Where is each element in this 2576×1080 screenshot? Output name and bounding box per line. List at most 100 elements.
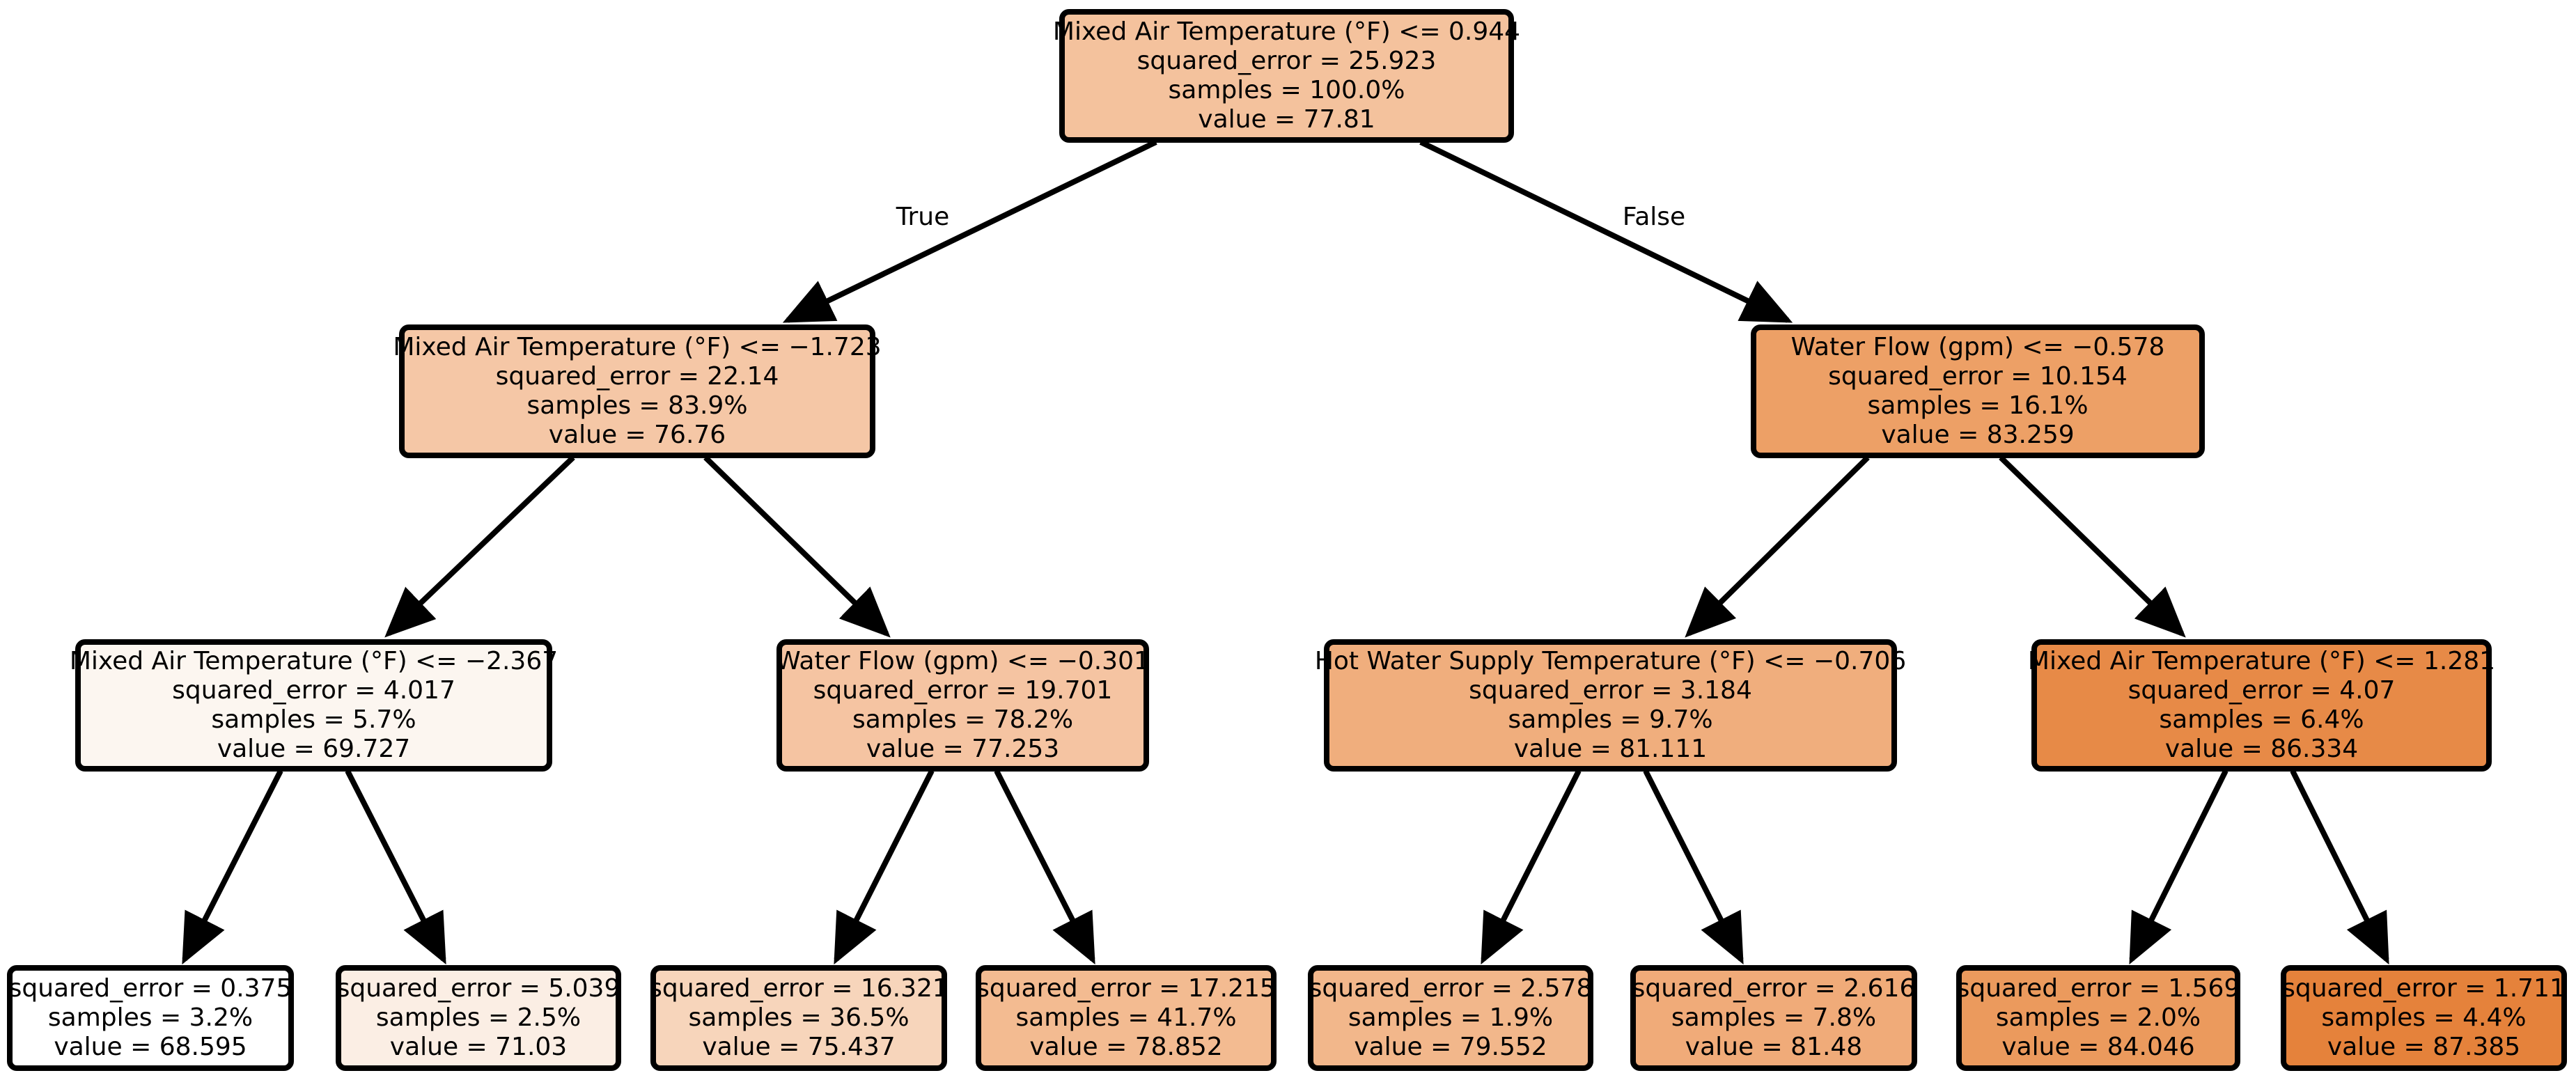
edge-arrow <box>384 455 575 638</box>
edge-arrow <box>834 769 935 965</box>
edge-arrow <box>1481 769 1582 965</box>
edge-label-true: True <box>896 203 949 231</box>
node-split-condition: Water Flow (gpm) <= −0.578 <box>1791 333 2165 361</box>
node-value: value = 71.03 <box>390 1033 567 1061</box>
node-squared-error: squared_error = 2.578 <box>1309 974 1593 1003</box>
node-squared-error: squared_error = 3.184 <box>1469 676 1752 705</box>
node-split-condition: Mixed Air Temperature (°F) <= 0.944 <box>1053 17 1520 46</box>
node-box <box>1956 965 2240 1071</box>
edge-n3-n7 <box>182 769 283 965</box>
node-samples: samples = 6.4% <box>2159 705 2364 734</box>
node-squared-error: squared_error = 1.711 <box>2282 974 2566 1003</box>
edge-n4-n10 <box>994 769 1095 965</box>
tree-node-n6: Mixed Air Temperature (°F) <= 1.281squar… <box>2028 639 2495 772</box>
edge-n1-n4 <box>703 455 891 638</box>
node-value: value = 81.111 <box>1514 735 1707 763</box>
edge-arrow <box>1685 455 1870 638</box>
edge-arrow <box>1419 139 1793 323</box>
node-squared-error: squared_error = 1.569 <box>1957 974 2240 1003</box>
node-value: value = 84.046 <box>2001 1033 2194 1061</box>
node-value: value = 78.852 <box>1029 1033 1222 1061</box>
edge-arrow <box>1999 455 2186 638</box>
node-squared-error: squared_error = 25.923 <box>1137 47 1437 75</box>
node-box <box>776 639 1149 772</box>
node-samples: samples = 2.0% <box>1996 1003 2201 1032</box>
node-value: value = 81.48 <box>1685 1033 1862 1061</box>
edge-n6-n13 <box>2129 769 2228 965</box>
edge-n2-n5 <box>1685 455 1870 638</box>
edge-arrow <box>182 769 283 965</box>
node-box <box>650 965 947 1071</box>
node-samples: samples = 3.2% <box>48 1003 253 1032</box>
node-samples: samples = 16.1% <box>1867 391 2088 420</box>
node-split-condition: Hot Water Supply Temperature (°F) <= −0.… <box>1315 647 1906 675</box>
tree-node-n2: Water Flow (gpm) <= −0.578squared_error … <box>1751 324 2205 458</box>
node-box <box>1751 324 2205 458</box>
node-box <box>1630 965 1917 1071</box>
edge-label-false: False <box>1623 203 1685 231</box>
tree-node-n5: Hot Water Supply Temperature (°F) <= −0.… <box>1315 639 1906 772</box>
node-samples: samples = 83.9% <box>526 391 747 420</box>
edge-n0-n2: False <box>1419 139 1793 323</box>
node-split-condition: Water Flow (gpm) <= −0.301 <box>776 647 1150 675</box>
edges-layer: True False <box>182 139 2389 965</box>
edge-n3-n8 <box>345 769 446 965</box>
node-squared-error: squared_error = 10.154 <box>1828 362 2128 391</box>
edge-arrow <box>2290 769 2389 965</box>
edge-n6-n14 <box>2290 769 2389 965</box>
tree-node-n4: Water Flow (gpm) <= −0.301squared_error … <box>776 639 1150 772</box>
node-samples: samples = 1.9% <box>1348 1003 1553 1032</box>
edge-arrow <box>703 455 891 638</box>
tree-node-n0: Mixed Air Temperature (°F) <= 0.944squar… <box>1053 9 1520 143</box>
edge-arrow <box>2129 769 2228 965</box>
edge-arrow <box>345 769 446 965</box>
node-value: value = 68.595 <box>54 1033 247 1061</box>
node-samples: samples = 4.4% <box>2321 1003 2526 1032</box>
node-value: value = 77.253 <box>866 735 1059 763</box>
node-box <box>7 965 294 1071</box>
edge-n1-n3 <box>384 455 575 638</box>
node-squared-error: squared_error = 16.321 <box>649 974 949 1003</box>
node-squared-error: squared_error = 22.14 <box>496 362 779 391</box>
node-squared-error: squared_error = 2.616 <box>1632 974 1916 1003</box>
node-samples: samples = 100.0% <box>1169 76 1405 104</box>
node-squared-error: squared_error = 19.701 <box>813 676 1113 705</box>
node-squared-error: squared_error = 5.039 <box>337 974 620 1003</box>
node-squared-error: squared_error = 4.07 <box>2128 676 2396 705</box>
node-box <box>1308 965 1593 1071</box>
edge-n5-n12 <box>1643 769 1744 965</box>
node-samples: samples = 2.5% <box>376 1003 581 1032</box>
node-value: value = 76.76 <box>549 421 726 449</box>
node-squared-error: squared_error = 4.017 <box>172 676 455 705</box>
node-samples: samples = 36.5% <box>688 1003 909 1032</box>
node-box <box>336 965 621 1071</box>
node-box <box>1059 9 1514 143</box>
node-samples: samples = 41.7% <box>1015 1003 1236 1032</box>
node-box <box>75 639 552 772</box>
edge-n0-n1: True <box>782 139 1157 323</box>
node-box <box>2031 639 2492 772</box>
node-value: value = 69.727 <box>217 735 410 763</box>
node-value: value = 83.259 <box>1881 421 2074 449</box>
edge-arrow <box>994 769 1095 965</box>
node-squared-error: squared_error = 17.215 <box>976 974 1276 1003</box>
edge-n4-n9 <box>834 769 935 965</box>
node-value: value = 77.81 <box>1198 105 1375 134</box>
node-samples: samples = 7.8% <box>1671 1003 1876 1032</box>
node-value: value = 86.334 <box>2165 735 2358 763</box>
tree-node-n3: Mixed Air Temperature (°F) <= −2.367squa… <box>70 639 558 772</box>
tree-node-n1: Mixed Air Temperature (°F) <= −1.723squa… <box>393 324 882 458</box>
node-box <box>1324 639 1897 772</box>
edge-arrow <box>1643 769 1744 965</box>
node-split-condition: Mixed Air Temperature (°F) <= −1.723 <box>393 333 881 361</box>
node-split-condition: Mixed Air Temperature (°F) <= −2.367 <box>70 647 558 675</box>
node-value: value = 87.385 <box>2327 1033 2520 1061</box>
node-value: value = 75.437 <box>702 1033 895 1061</box>
